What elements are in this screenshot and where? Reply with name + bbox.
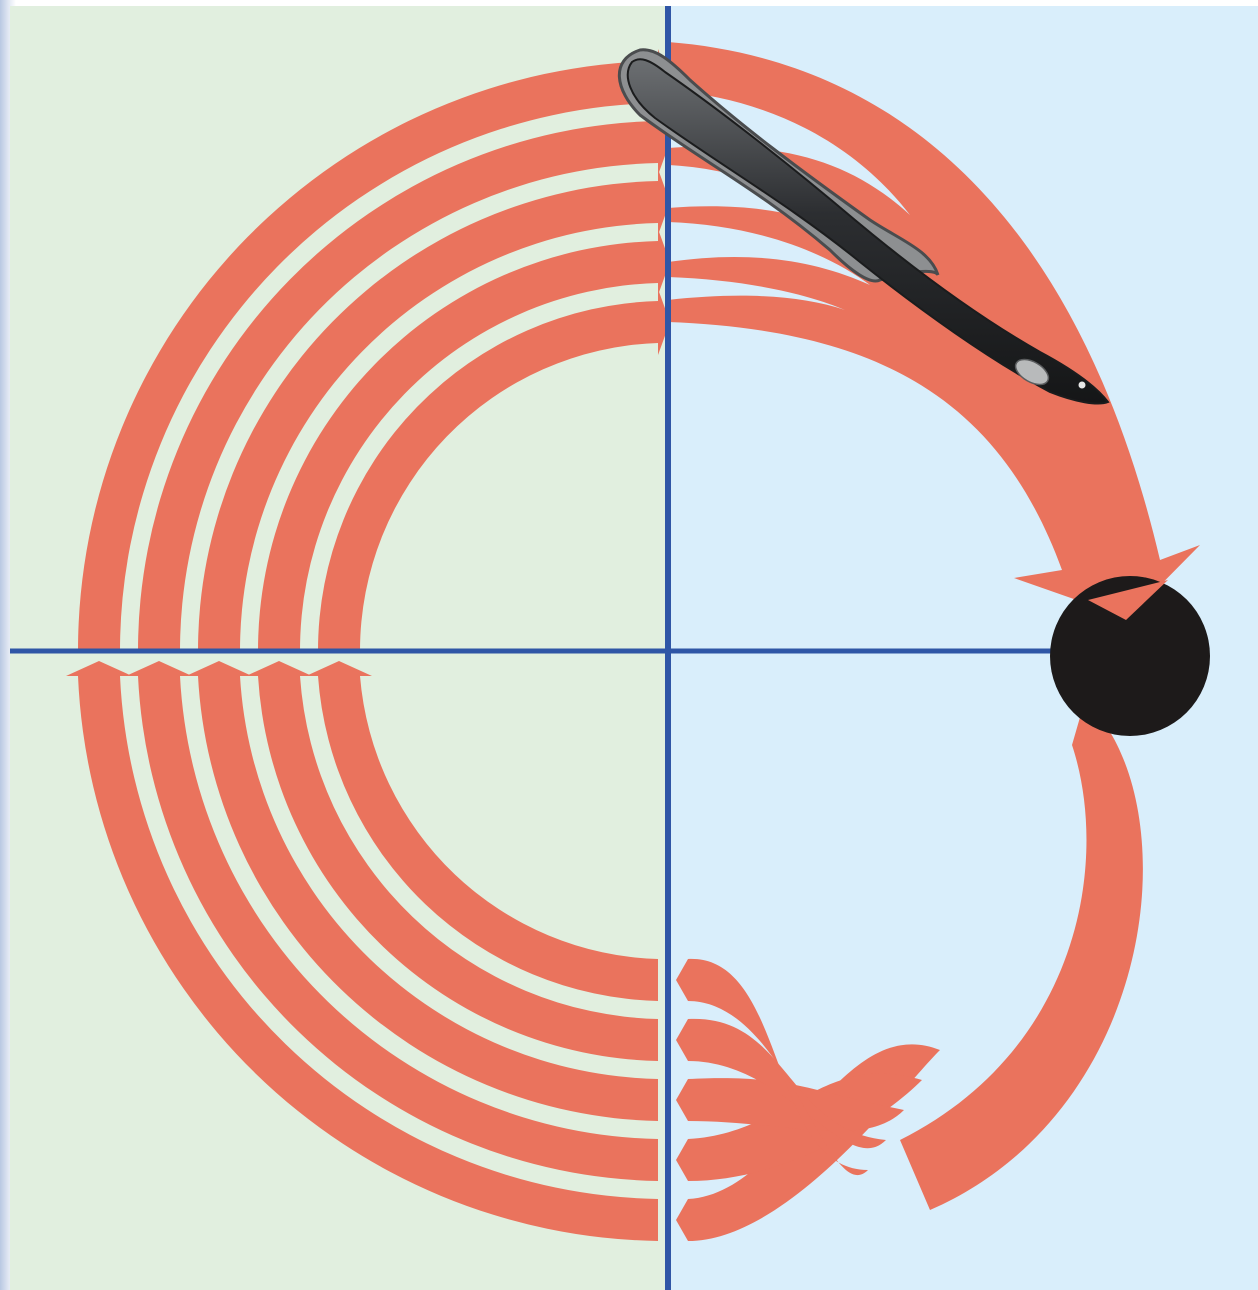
- eel-eye: [1079, 382, 1086, 389]
